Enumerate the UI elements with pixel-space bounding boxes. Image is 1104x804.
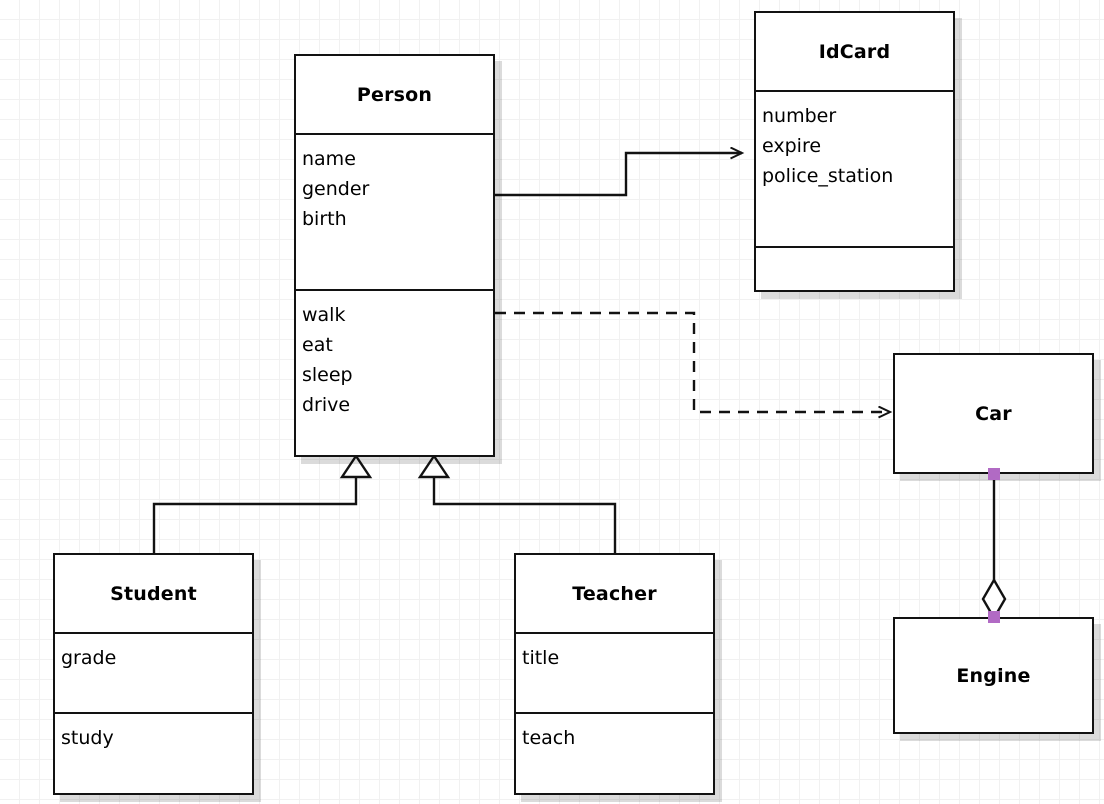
- class-box-student[interactable]: Student grade study: [53, 553, 254, 795]
- operation-item: sleep: [302, 364, 353, 386]
- operation-item: teach: [522, 727, 576, 749]
- class-operations-student: study: [55, 712, 252, 793]
- attribute-item: birth: [302, 208, 347, 230]
- class-box-person[interactable]: Person name gender birth walk eat sleep …: [294, 54, 495, 457]
- attribute-item: gender: [302, 178, 370, 200]
- attribute-item: number: [762, 105, 837, 127]
- attribute-item: name: [302, 148, 356, 170]
- attribute-item: police_station: [762, 165, 894, 187]
- class-operations-person: walk eat sleep drive: [296, 289, 493, 455]
- class-title-teacher: Teacher: [572, 582, 657, 605]
- connection-handle-engine-top[interactable]: [988, 611, 1000, 623]
- class-title-student: Student: [110, 582, 197, 605]
- edge-student-person[interactable]: [152, 453, 373, 553]
- connection-handle-car-bottom[interactable]: [988, 468, 1000, 480]
- class-attributes-idcard: number expire police_station: [756, 90, 953, 246]
- class-box-car[interactable]: Car: [893, 353, 1094, 474]
- class-title-car: Car: [975, 402, 1012, 425]
- class-attributes-teacher: title: [516, 632, 713, 712]
- class-title-person: Person: [356, 83, 433, 106]
- class-title-idcard: IdCard: [818, 40, 891, 63]
- operation-item: drive: [302, 394, 351, 416]
- edge-teacher-person[interactable]: [417, 453, 617, 553]
- class-attributes-person: name gender birth: [296, 133, 493, 289]
- operation-item: eat: [302, 334, 333, 356]
- class-operations-idcard: [756, 246, 953, 290]
- edge-person-car[interactable]: [495, 311, 890, 412]
- class-operations-teacher: teach: [516, 712, 713, 793]
- class-box-engine[interactable]: Engine: [893, 617, 1094, 734]
- edge-person-idcard[interactable]: [495, 153, 742, 197]
- operation-item: walk: [302, 304, 346, 326]
- class-box-idcard[interactable]: IdCard number expire police_station: [754, 11, 955, 292]
- attribute-item: title: [522, 647, 560, 669]
- class-title-engine: Engine: [956, 664, 1031, 687]
- edge-car-engine[interactable]: [981, 474, 1007, 621]
- operation-item: study: [61, 727, 114, 749]
- attribute-item: grade: [61, 647, 117, 669]
- class-attributes-student: grade: [55, 632, 252, 712]
- class-box-teacher[interactable]: Teacher title teach: [514, 553, 715, 795]
- attribute-item: expire: [762, 135, 822, 157]
